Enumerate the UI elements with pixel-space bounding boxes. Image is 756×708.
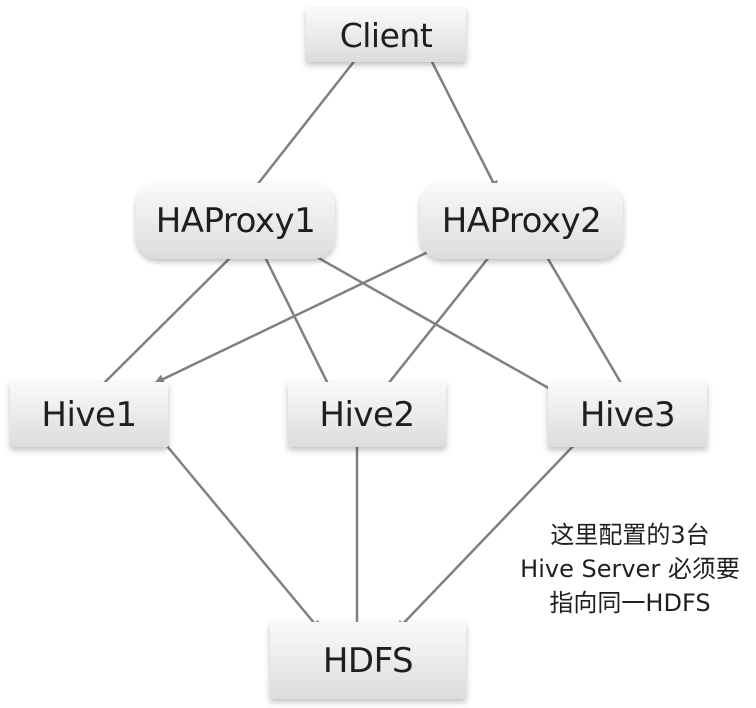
client-node: Client [306,8,466,62]
hive3-label: Hive3 [579,394,676,435]
arrow-hive3-to-hdfs [396,441,578,631]
arrow-hive1-to-hdfs [146,421,321,631]
arrow-client-to-haproxy2 [424,49,499,191]
client-label: Client [339,15,433,55]
arrow-haproxy1-to-hive2 [257,244,335,395]
arrow-haproxy2-to-hive1 [154,249,431,385]
haproxy1-label: HAProxy1 [155,201,316,241]
hive1-label: Hive1 [41,394,137,435]
arrow-haproxy2-to-hive2 [379,246,498,395]
note-line-1: 这里配置的3台 [550,521,710,549]
haproxy1-node: HAProxy1 [136,183,335,259]
hdfs-label: HDFS [322,640,414,681]
haproxy2-label: HAProxy2 [441,201,602,241]
hdfs-node: HDFS [270,622,466,699]
note-line-3: 指向同一HDFS [549,589,711,617]
arrow-haproxy1-to-hive1 [92,244,244,395]
arrow-haproxy1-to-hive3 [291,241,576,405]
annotation-note: 这里配置的3台 Hive Server 必须要 指向同一HDFS [520,518,740,620]
hive2-label: Hive2 [319,394,415,435]
arrow-client-to-haproxy1 [249,49,364,195]
note-line-2: Hive Server 必须要 [520,555,740,583]
hive1-node: Hive1 [10,382,168,447]
arrow-haproxy2-to-hive3 [539,246,633,401]
haproxy2-node: HAProxy2 [420,183,623,259]
hive3-node: Hive3 [548,382,707,447]
hive2-node: Hive2 [288,382,446,447]
